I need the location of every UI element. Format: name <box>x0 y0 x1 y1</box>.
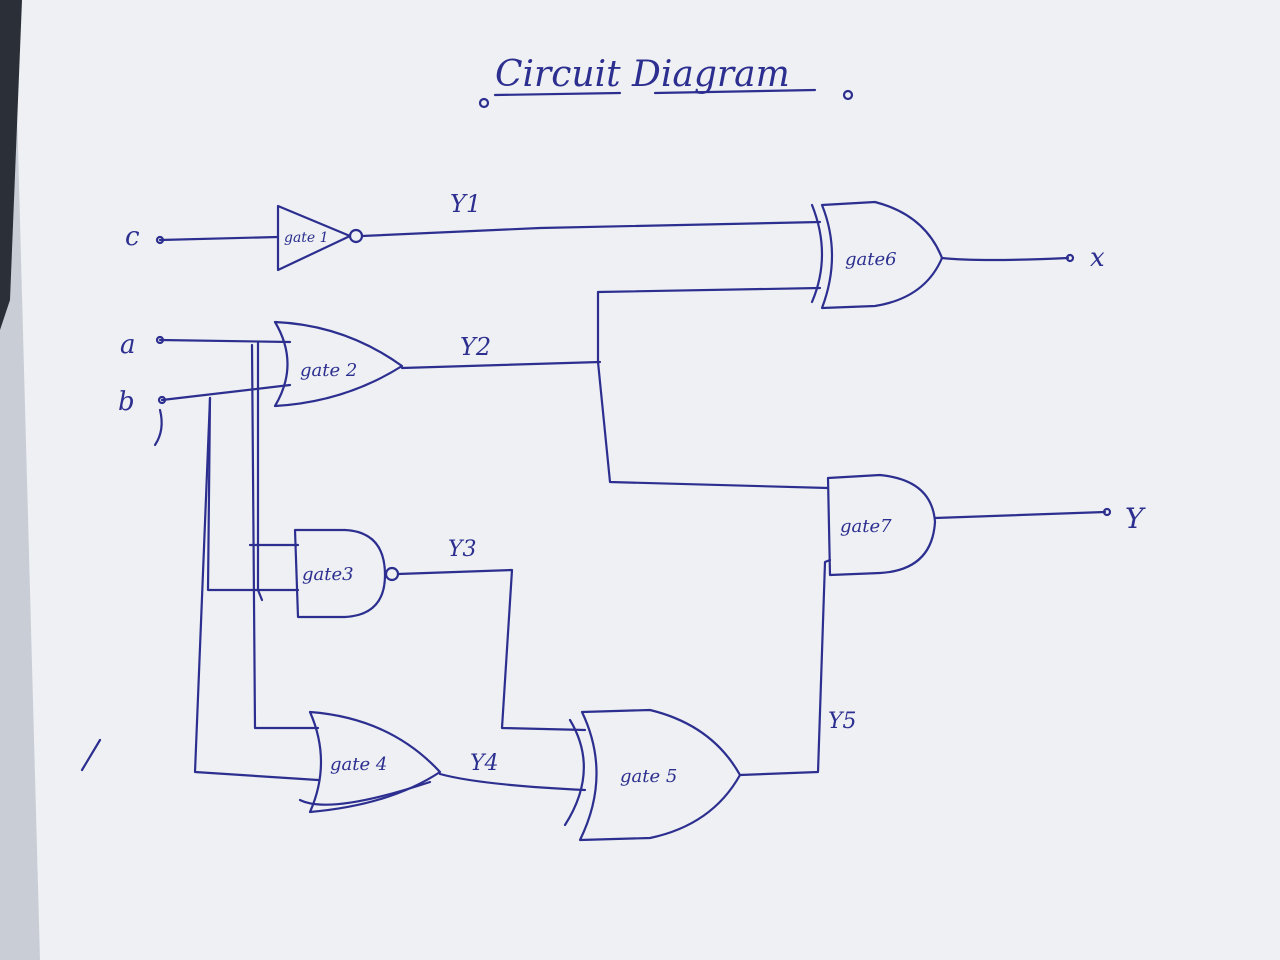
input-c-label: c <box>125 222 140 252</box>
y5-label: Y5 <box>828 709 857 734</box>
gate1-not-body <box>276 204 352 272</box>
paper-sheet <box>14 0 1280 960</box>
gate6-xor-back <box>810 203 824 304</box>
output-x-label: x <box>1090 243 1105 273</box>
gate2-label: gate 2 <box>300 360 357 381</box>
gate5-xor-body <box>578 708 742 842</box>
wire-y5 <box>738 558 832 777</box>
gate4-or-body <box>308 710 442 814</box>
gate1-label: gate 1 <box>284 230 329 246</box>
gate7-label: gate7 <box>840 516 892 537</box>
wire-b-branch <box>206 396 300 592</box>
wire-y2 <box>400 360 602 370</box>
title-underline-2 <box>653 88 817 95</box>
wire-y2-to-gate6 <box>596 286 822 364</box>
output-y-terminal <box>1102 507 1112 517</box>
gate5-label: gate 5 <box>620 766 677 787</box>
y2-label: Y2 <box>460 333 491 361</box>
gate6-xor-body <box>820 200 944 310</box>
wire-y4 <box>438 772 587 792</box>
gate4-label: gate 4 <box>330 754 387 775</box>
gate5-xor-back <box>563 718 585 827</box>
diagram-title: Circuit Diagram <box>495 54 790 95</box>
wire-a-to-gate4 <box>250 343 320 730</box>
y3-label: Y3 <box>448 537 477 562</box>
gate3-label: gate3 <box>302 564 354 585</box>
stray-mark-2 <box>153 408 163 447</box>
y1-label: Y1 <box>450 190 481 218</box>
wire-b-to-gate2 <box>160 383 292 402</box>
gate2-or-body <box>273 320 404 408</box>
output-y-label: Y <box>1125 502 1146 535</box>
input-b-label: b <box>118 387 135 417</box>
y4-label: Y4 <box>470 751 499 776</box>
wire-y-out <box>933 510 1107 520</box>
wire-c-to-gate1 <box>158 235 280 242</box>
output-x-terminal <box>1065 253 1075 263</box>
stray-mark-1 <box>80 738 102 772</box>
wire-y2-to-gate7 <box>596 360 830 490</box>
left-dark-edge <box>0 0 22 330</box>
wire-y1 <box>360 220 822 238</box>
gate7-and-body <box>826 473 937 577</box>
input-a-label: a <box>120 330 136 360</box>
title-underline-1 <box>493 91 622 97</box>
wire-x-out <box>940 256 1070 262</box>
wire-y3 <box>396 568 587 732</box>
wire-a-to-gate2 <box>158 338 292 344</box>
title-dot-right <box>842 89 854 101</box>
wire-b-to-gate4 <box>193 396 320 782</box>
title-dot-left <box>478 97 490 109</box>
gate6-label: gate6 <box>845 249 897 270</box>
